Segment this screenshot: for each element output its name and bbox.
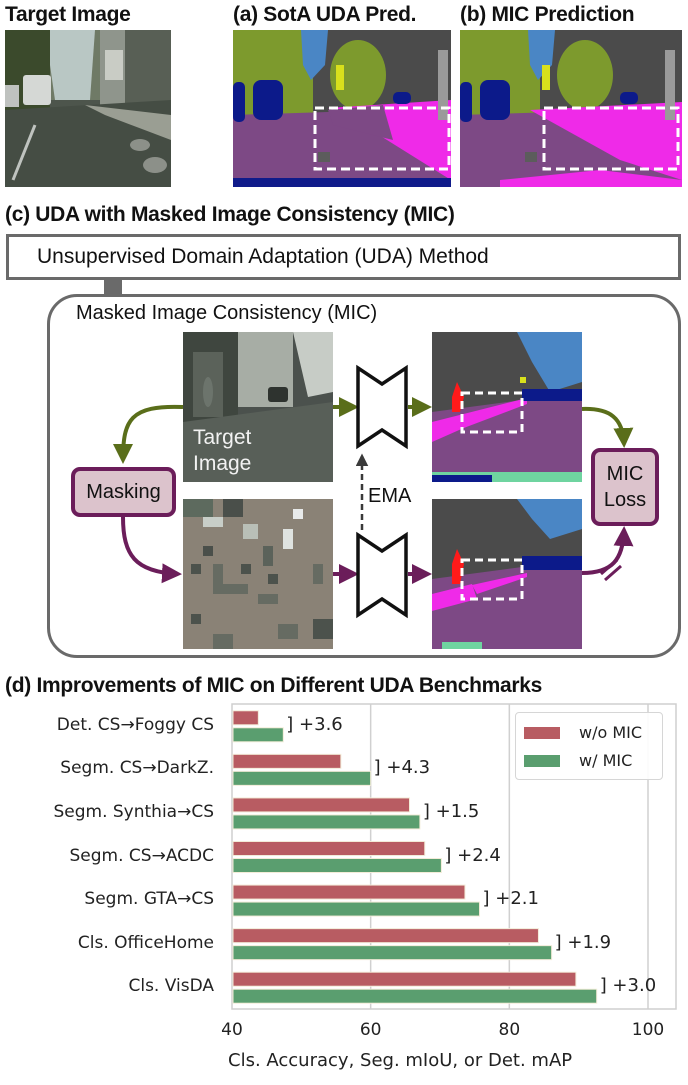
- bar-without-mic-4: [232, 884, 466, 900]
- bar-with-mic-4: [232, 901, 481, 917]
- sota-uda-prediction-map: [233, 30, 451, 187]
- legend-swatch-without-mic: [524, 726, 560, 739]
- masked-target-image: [183, 499, 333, 649]
- arrow-target-to-masking: [113, 404, 184, 464]
- legend-item-without-mic: w/o MIC: [524, 723, 642, 742]
- stop-gradient-mark-1: [600, 558, 618, 576]
- chart-legend: w/o MIC w/ MIC: [515, 712, 663, 780]
- header-target-image: Target Image: [5, 3, 131, 26]
- legend-item-with-mic: w/ MIC: [524, 751, 632, 770]
- plot-frame: [231, 703, 677, 1010]
- bar-without-mic-5: [232, 928, 539, 944]
- mic-flow-diagram: [113, 364, 634, 619]
- legend-swatch-with-mic: [524, 754, 560, 767]
- uda-method-label: Unsupervised Domain Adaptation (UDA) Met…: [37, 245, 489, 268]
- bar-with-mic-1: [232, 770, 372, 786]
- bar-with-mic-0: [232, 727, 284, 743]
- bar-with-mic-5: [232, 945, 553, 961]
- bar-with-mic-2: [232, 814, 421, 830]
- category-label-5: Cls. OfficeHome: [77, 932, 214, 953]
- improvement-label-5: ] +1.9: [554, 931, 612, 953]
- x-tick-100: 100: [631, 1020, 665, 1040]
- masking-label: Masking: [86, 481, 161, 503]
- improvement-label-0: ] +3.6: [286, 713, 343, 735]
- x-tick-60: 60: [359, 1020, 382, 1040]
- student-network-shape: [356, 531, 408, 619]
- target-street-photo: [5, 30, 171, 187]
- category-label-4: Segm. GTA→CS: [84, 889, 214, 910]
- stop-gradient-mark-2: [604, 564, 622, 582]
- category-label-2: Segm. Synthia→CS: [53, 801, 214, 822]
- teacher-network-shape: [356, 364, 408, 450]
- panel-c-title: (c) UDA with Masked Image Consistency (M…: [5, 203, 455, 226]
- target-image-overlay-label-1: Target: [193, 426, 252, 449]
- uda-method-box: Unsupervised Domain Adaptation (UDA) Met…: [6, 234, 681, 280]
- x-tick-40: 40: [221, 1020, 243, 1040]
- bar-with-mic-3: [232, 858, 442, 873]
- x-tick-80: 80: [498, 1020, 521, 1040]
- improvement-label-4: ] +2.1: [482, 888, 539, 910]
- arrow-teacher-pred-to-loss: [581, 406, 634, 448]
- mic-loss-label-2: Loss: [603, 489, 647, 511]
- mic-loss-label-1: MIC: [606, 463, 644, 485]
- legend-label-with-mic: w/ MIC: [579, 751, 633, 770]
- improvement-label-3: ] +2.4: [444, 844, 501, 866]
- bar-without-mic-6: [232, 971, 577, 987]
- bar-with-mic-6: [232, 988, 598, 1004]
- improvement-label-6: ] +3.0: [599, 975, 657, 997]
- legend-label-without-mic: w/o MIC: [579, 723, 643, 742]
- improvement-label-2: ] +1.5: [422, 800, 480, 822]
- bar-without-mic-3: [232, 841, 426, 856]
- header-sota-uda-pred: (a) SotA UDA Pred.: [233, 3, 417, 26]
- student-prediction-map: [432, 499, 582, 649]
- mic-target-image: Target Image: [183, 332, 333, 482]
- improvement-label-1: ] +4.3: [373, 757, 431, 779]
- arrow-masking-to-masked-image: [121, 516, 182, 584]
- category-label-3: Segm. CS→ACDC: [69, 845, 214, 866]
- category-label-6: Cls. VisDA: [128, 976, 214, 997]
- category-label-0: Det. CS→Foggy CS: [56, 714, 214, 735]
- uda-mic-connector: [104, 279, 122, 295]
- mic-container-label: Masked Image Consistency (MIC): [76, 302, 378, 324]
- mic-prediction-map: [460, 30, 682, 187]
- mic-loss-node: MIC Loss: [591, 448, 659, 526]
- bar-without-mic-0: [232, 710, 259, 726]
- panel-d-title: (d) Improvements of MIC on Different UDA…: [5, 674, 542, 697]
- ema-label: EMA: [368, 485, 412, 507]
- bar-without-mic-1: [232, 753, 342, 769]
- header-mic-prediction: (b) MIC Prediction: [460, 3, 635, 26]
- bar-without-mic-2: [232, 797, 410, 813]
- x-axis-label: Cls. Accuracy, Seg. mIoU, or Det. mAP: [228, 1050, 573, 1071]
- category-label-1: Segm. CS→DarkZ.: [60, 758, 214, 779]
- masking-node: Masking: [71, 467, 176, 517]
- target-image-overlay-label-2: Image: [193, 452, 252, 475]
- teacher-prediction-map: [432, 332, 582, 482]
